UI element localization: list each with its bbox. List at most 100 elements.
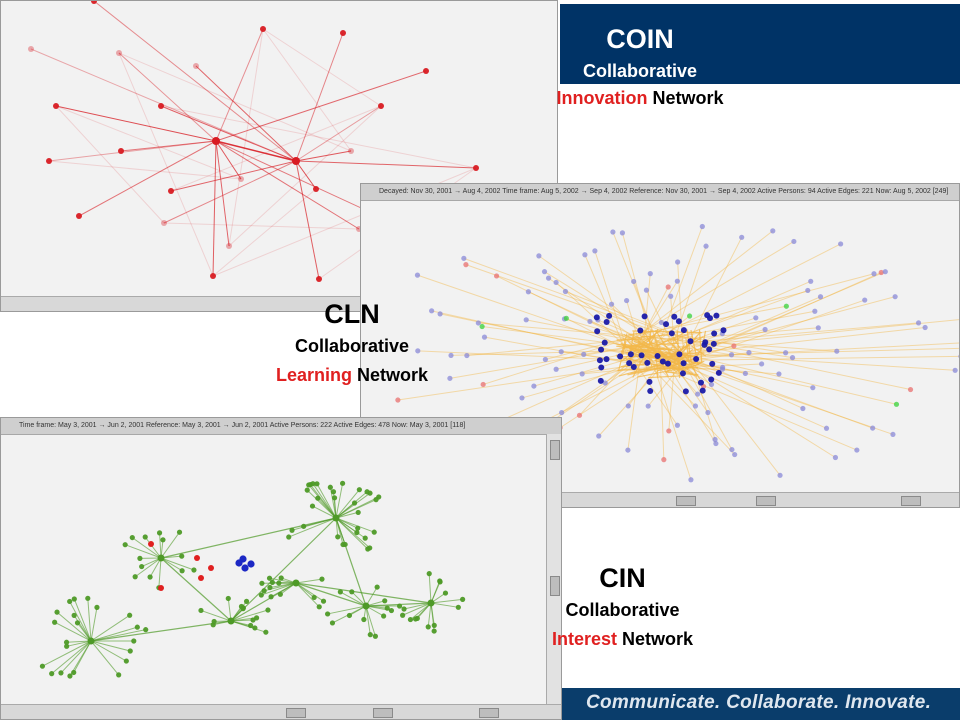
- network-node: [871, 271, 877, 277]
- network-edge: [335, 517, 375, 533]
- network-node: [427, 599, 435, 607]
- cin-line2: Interest Network: [500, 625, 745, 654]
- network-edge: [163, 222, 360, 230]
- network-node: [355, 525, 361, 531]
- coin-acronym: COIN: [606, 24, 674, 54]
- coin-line2: Innovation Network: [520, 84, 760, 113]
- network-node: [455, 604, 461, 610]
- network-node: [619, 230, 626, 236]
- network-node: [53, 103, 59, 109]
- network-node: [708, 376, 715, 383]
- network-edge: [149, 557, 162, 578]
- network-node: [692, 403, 699, 409]
- network-node: [675, 259, 681, 265]
- network-edge: [160, 557, 183, 572]
- network-edge: [545, 336, 631, 360]
- network-node: [810, 385, 816, 391]
- cln-scroll-thumb-1[interactable]: [676, 496, 696, 506]
- network-edge: [410, 602, 432, 620]
- cln-scroll-thumb-3[interactable]: [901, 496, 921, 506]
- network-node: [335, 534, 341, 540]
- network-edge: [655, 342, 680, 346]
- network-edge: [690, 353, 956, 371]
- network-node: [587, 318, 593, 325]
- cin-acronym: CIN: [599, 563, 646, 593]
- network-edge: [463, 257, 683, 339]
- network-node: [598, 364, 605, 371]
- network-edge: [628, 241, 795, 342]
- network-node: [241, 564, 249, 572]
- network-node: [473, 165, 479, 171]
- network-node: [314, 481, 320, 487]
- network-edge: [66, 640, 92, 643]
- network-edge: [627, 334, 683, 407]
- network-node: [709, 360, 716, 367]
- network-node: [423, 68, 429, 74]
- network-edge: [660, 226, 703, 340]
- network-node: [355, 509, 361, 516]
- network-node: [71, 612, 77, 618]
- network-node: [603, 318, 610, 325]
- network-node: [661, 457, 667, 463]
- cin-vertical-scrollbar[interactable]: [546, 434, 561, 719]
- network-edge: [340, 591, 367, 607]
- cin-horizontal-scrollbar[interactable]: [1, 704, 561, 719]
- network-node: [267, 584, 273, 591]
- network-node: [593, 314, 600, 321]
- network-node: [365, 546, 371, 552]
- network-edge: [629, 347, 701, 365]
- network-node: [746, 349, 752, 356]
- network-node: [54, 609, 60, 615]
- cln-scroll-thumb-2[interactable]: [756, 496, 776, 506]
- network-node: [374, 584, 380, 590]
- network-node: [713, 312, 720, 319]
- network-node: [292, 157, 300, 165]
- network-node: [46, 158, 52, 164]
- cin-rest: Network: [617, 629, 694, 649]
- network-edge: [215, 70, 427, 142]
- network-node: [157, 554, 165, 562]
- network-edge: [691, 345, 706, 357]
- network-node: [94, 604, 100, 610]
- network-node: [239, 555, 247, 563]
- network-node: [776, 371, 782, 377]
- cin-scroll-up-arrow[interactable]: [550, 440, 560, 460]
- cin-scroll-thumb-1[interactable]: [286, 708, 306, 718]
- network-edge: [212, 140, 217, 277]
- network-node: [479, 323, 485, 330]
- network-edge: [665, 348, 694, 374]
- network-node: [156, 530, 163, 536]
- cin-scroll-thumb[interactable]: [550, 576, 560, 596]
- slogan-bar: [560, 688, 960, 720]
- network-edge: [431, 310, 650, 360]
- network-node: [602, 380, 608, 386]
- network-node: [907, 386, 914, 393]
- network-node: [310, 481, 316, 487]
- network-edge: [679, 372, 709, 413]
- network-node: [437, 311, 443, 317]
- network-node: [617, 353, 624, 360]
- network-edge: [335, 511, 359, 519]
- cin-scroll-thumb-3[interactable]: [479, 708, 499, 718]
- network-edge: [228, 105, 382, 247]
- network-node: [893, 401, 900, 407]
- cin-scroll-thumb-2[interactable]: [373, 708, 393, 718]
- network-node: [362, 535, 368, 541]
- network-node: [71, 596, 77, 602]
- network-edge: [87, 598, 92, 642]
- network-node: [415, 348, 421, 354]
- network-edge: [335, 496, 379, 519]
- network-node: [372, 633, 378, 639]
- network-edge: [90, 626, 138, 642]
- network-edge: [450, 348, 665, 356]
- network-edge: [621, 232, 654, 349]
- network-edge: [648, 362, 858, 451]
- network-node: [531, 383, 537, 389]
- network-node: [481, 334, 488, 340]
- network-node: [260, 26, 266, 32]
- network-node: [674, 278, 680, 284]
- network-edge: [54, 621, 92, 642]
- network-edge: [417, 350, 650, 362]
- cin-line1: Collaborative: [565, 600, 680, 620]
- network-edge: [482, 335, 637, 385]
